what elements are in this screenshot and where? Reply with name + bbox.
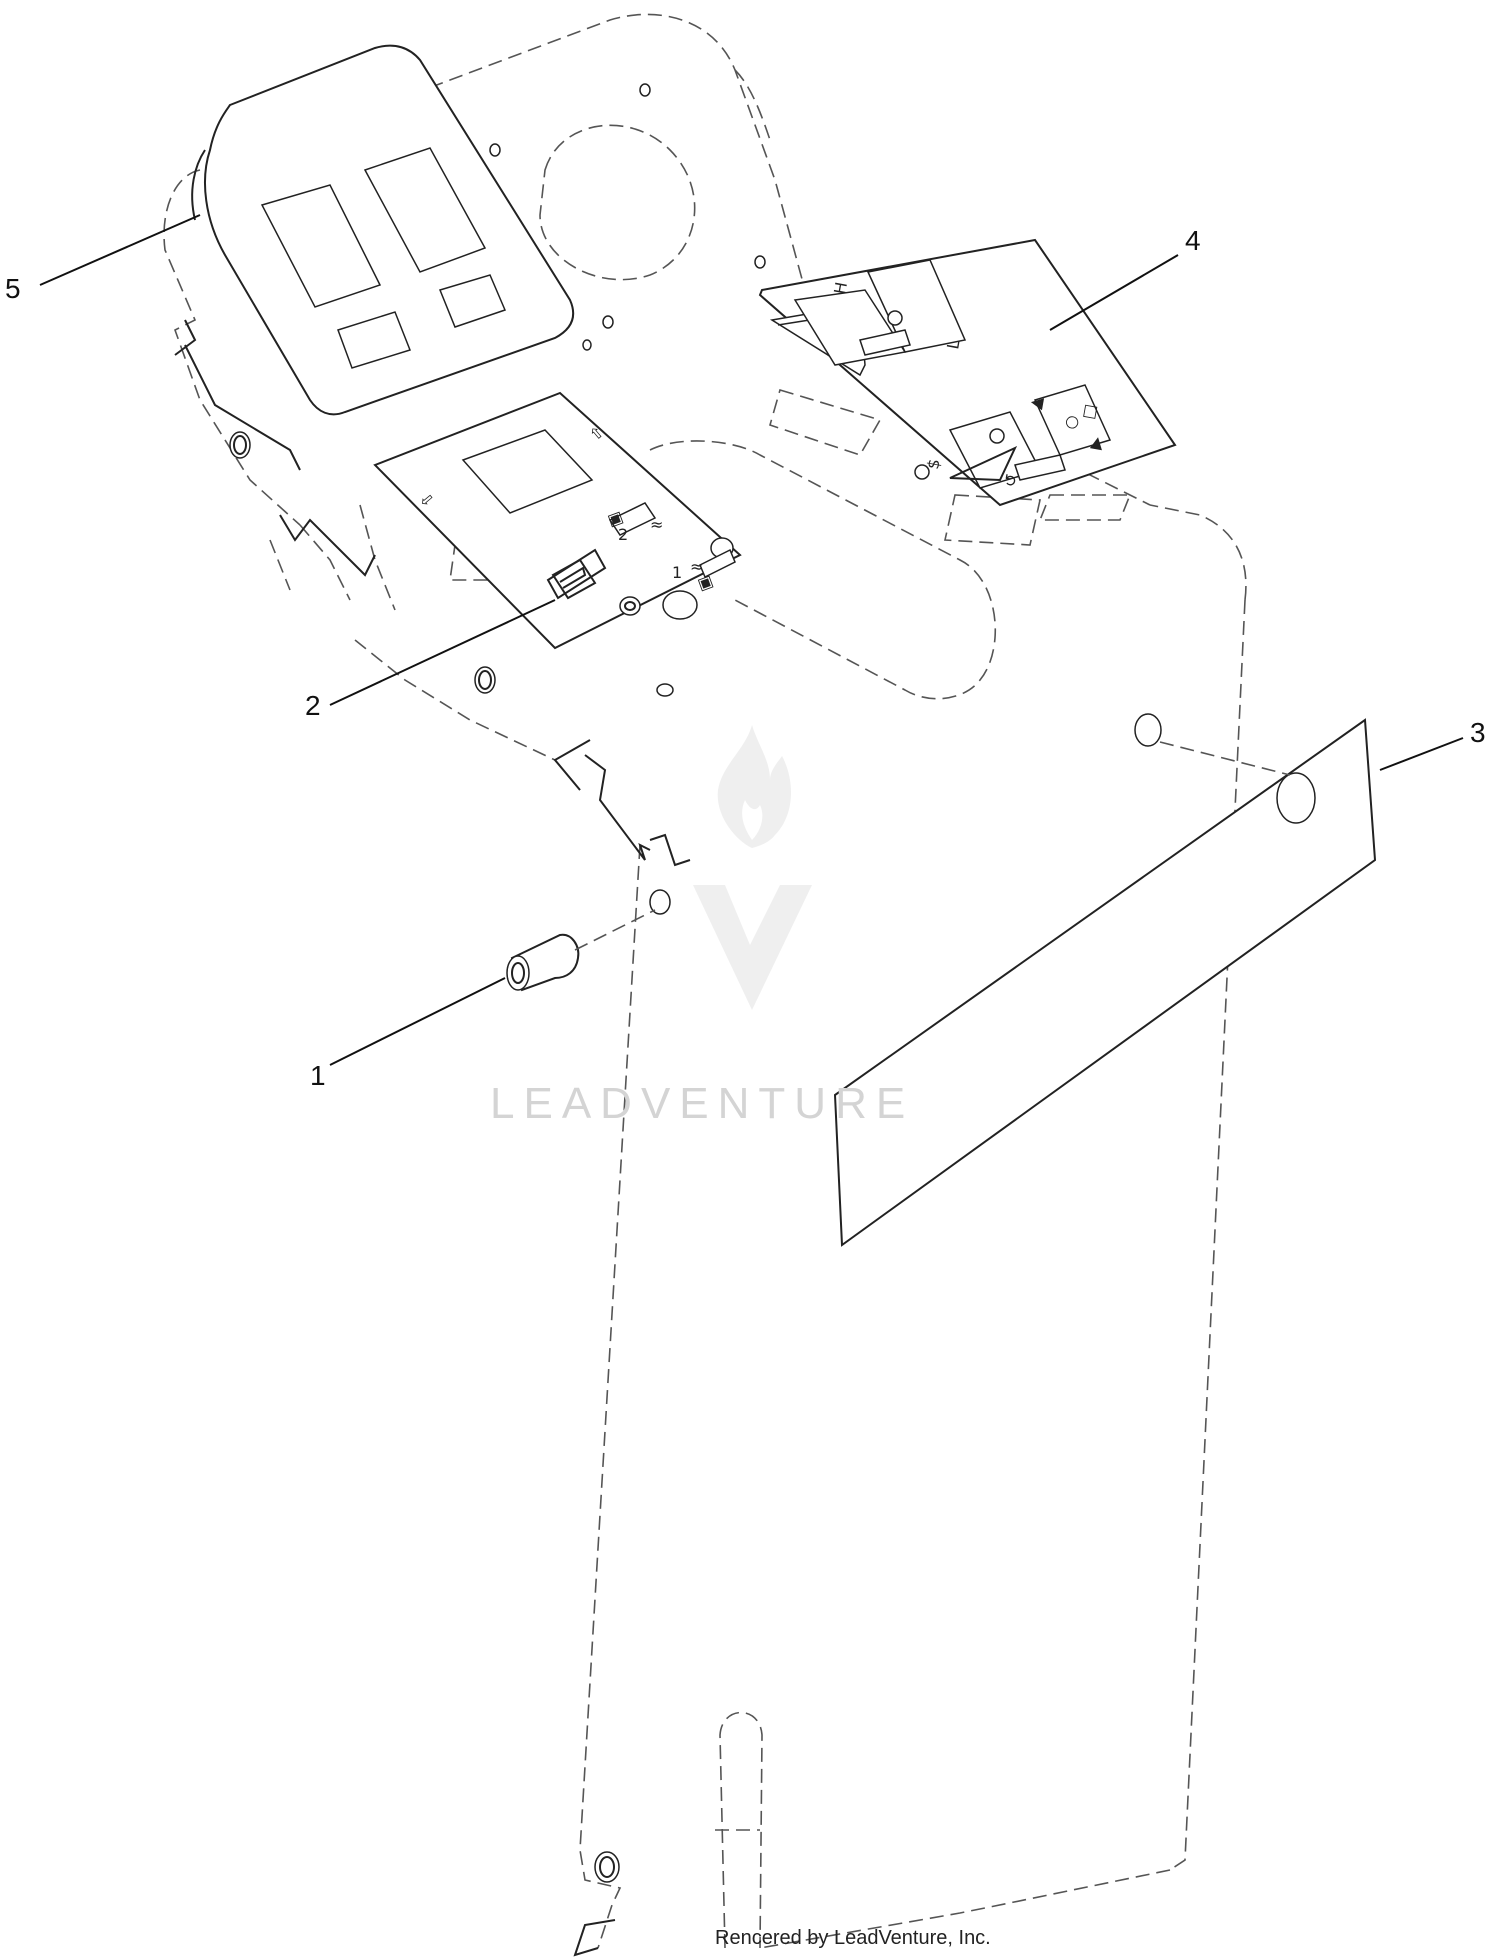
leader-line-1 (329, 977, 506, 1066)
flame-v-logo-icon (693, 725, 812, 1010)
decal-item-2: ⇧ ⇦ 2 1 ▣ ▣ ≈ ≈ (373, 391, 742, 650)
svg-text:▣: ▣ (605, 507, 626, 530)
leader-line-3 (1379, 737, 1464, 771)
decal-item-4: H L $ ↺ ▲ ○ □ ▶ (758, 238, 1177, 507)
callout-4: 4 (1185, 225, 1201, 256)
callout-5: 5 (5, 273, 21, 304)
leader-lines (39, 214, 1464, 1066)
svg-text:○: ○ (1060, 414, 1081, 431)
callout-labels: 1 2 3 4 5 (5, 225, 1486, 1091)
svg-text:▲: ▲ (1025, 395, 1046, 411)
decal-item-5 (191, 44, 575, 416)
svg-text:$: $ (923, 457, 943, 470)
credit-text: Rencered by LeadVenture, Inc. (715, 1927, 991, 1949)
leader-line-5 (39, 214, 201, 286)
callout-2: 2 (305, 690, 321, 721)
watermark: LEADVENTURE (490, 725, 914, 1128)
svg-text:≈: ≈ (650, 515, 663, 534)
svg-text:▣: ▣ (695, 571, 716, 594)
svg-text:↺: ↺ (1000, 472, 1021, 489)
decal-item-3 (833, 718, 1377, 1247)
leader-line-2 (329, 599, 556, 706)
svg-text:H: H (830, 281, 851, 296)
panel-holes (229, 83, 1162, 1883)
callout-1: 1 (310, 1060, 326, 1091)
leader-line-4 (1049, 254, 1179, 331)
bushing-item-1 (506, 909, 656, 992)
watermark-text: LEADVENTURE (490, 1079, 914, 1128)
console-flange-edges (174, 319, 691, 1957)
callout-3: 3 (1470, 717, 1486, 748)
svg-text:▶: ▶ (1085, 435, 1106, 451)
svg-text:1: 1 (672, 563, 682, 582)
svg-text:L: L (943, 339, 963, 351)
svg-text:□: □ (1078, 403, 1099, 421)
svg-text:≈: ≈ (690, 557, 703, 576)
svg-text:2: 2 (618, 525, 628, 544)
